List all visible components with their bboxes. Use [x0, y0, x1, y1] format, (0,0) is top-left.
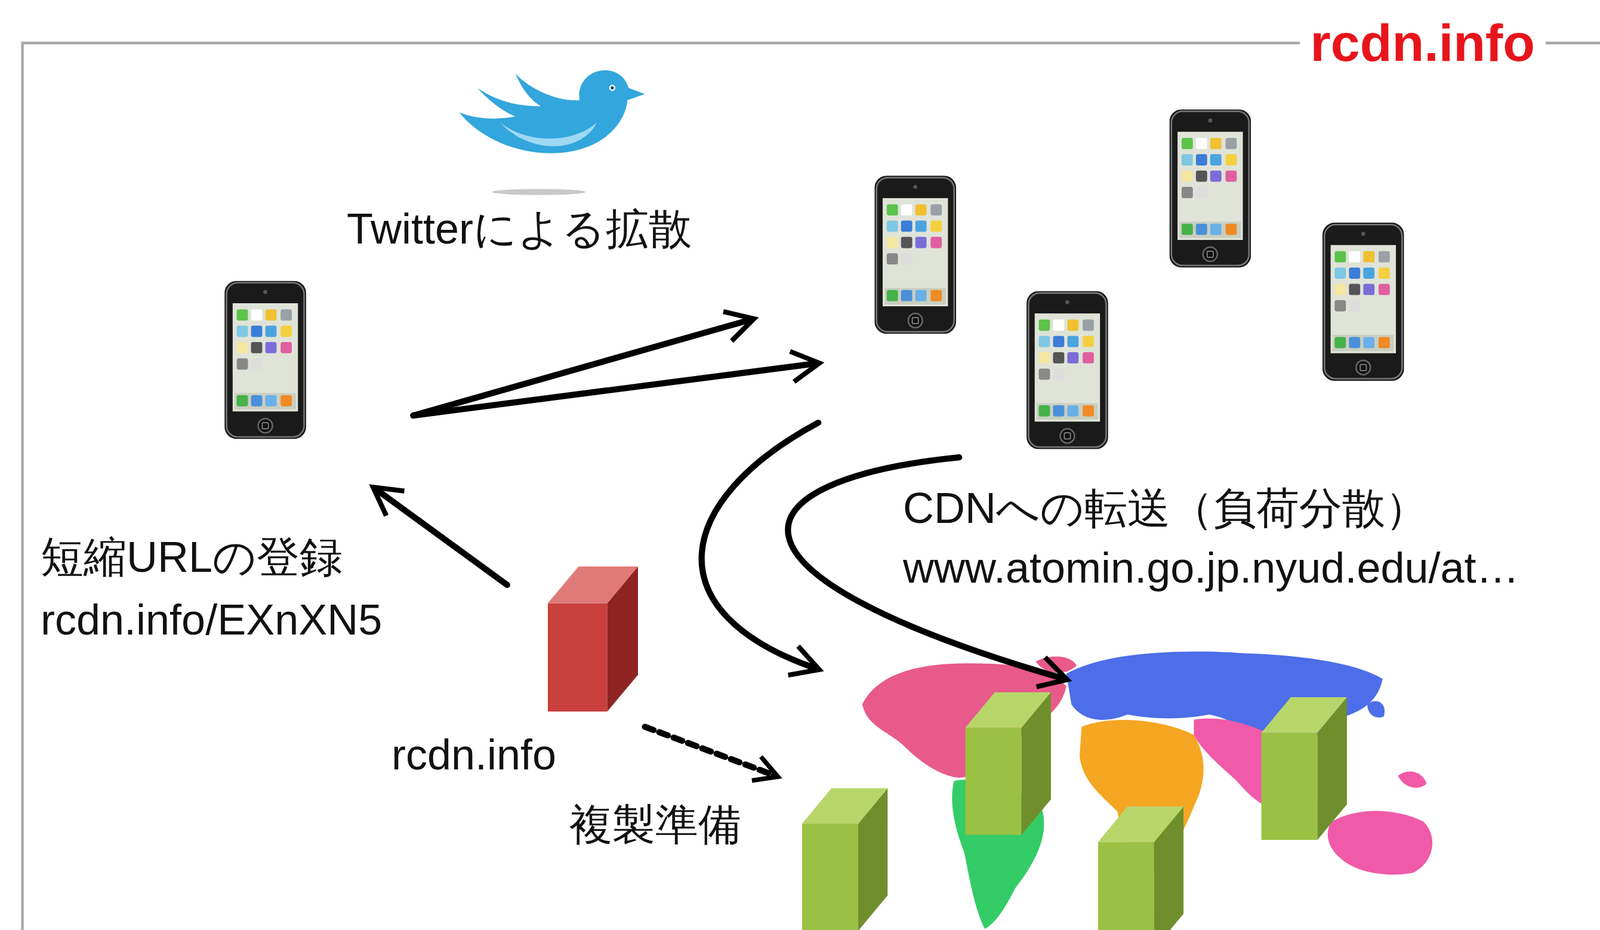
spread-label: Twitterによる拡散 [346, 202, 692, 255]
replica-label: 複製準備 [569, 798, 742, 850]
transfer-label: CDNへの転送（負荷分散） [902, 482, 1429, 534]
cdn-url: www.atomin.go.jp.nyud.edu/at… [902, 541, 1520, 594]
server-box: rcdn.info [547, 566, 638, 712]
short-url: rcdn.info/EXnXN5 [40, 593, 382, 646]
diagram-title: rcdn.info [1299, 14, 1546, 73]
server-label: rcdn.info [391, 728, 557, 781]
register-label: 短縮URLの登録 [40, 531, 343, 583]
server-cuboid [547, 566, 638, 712]
